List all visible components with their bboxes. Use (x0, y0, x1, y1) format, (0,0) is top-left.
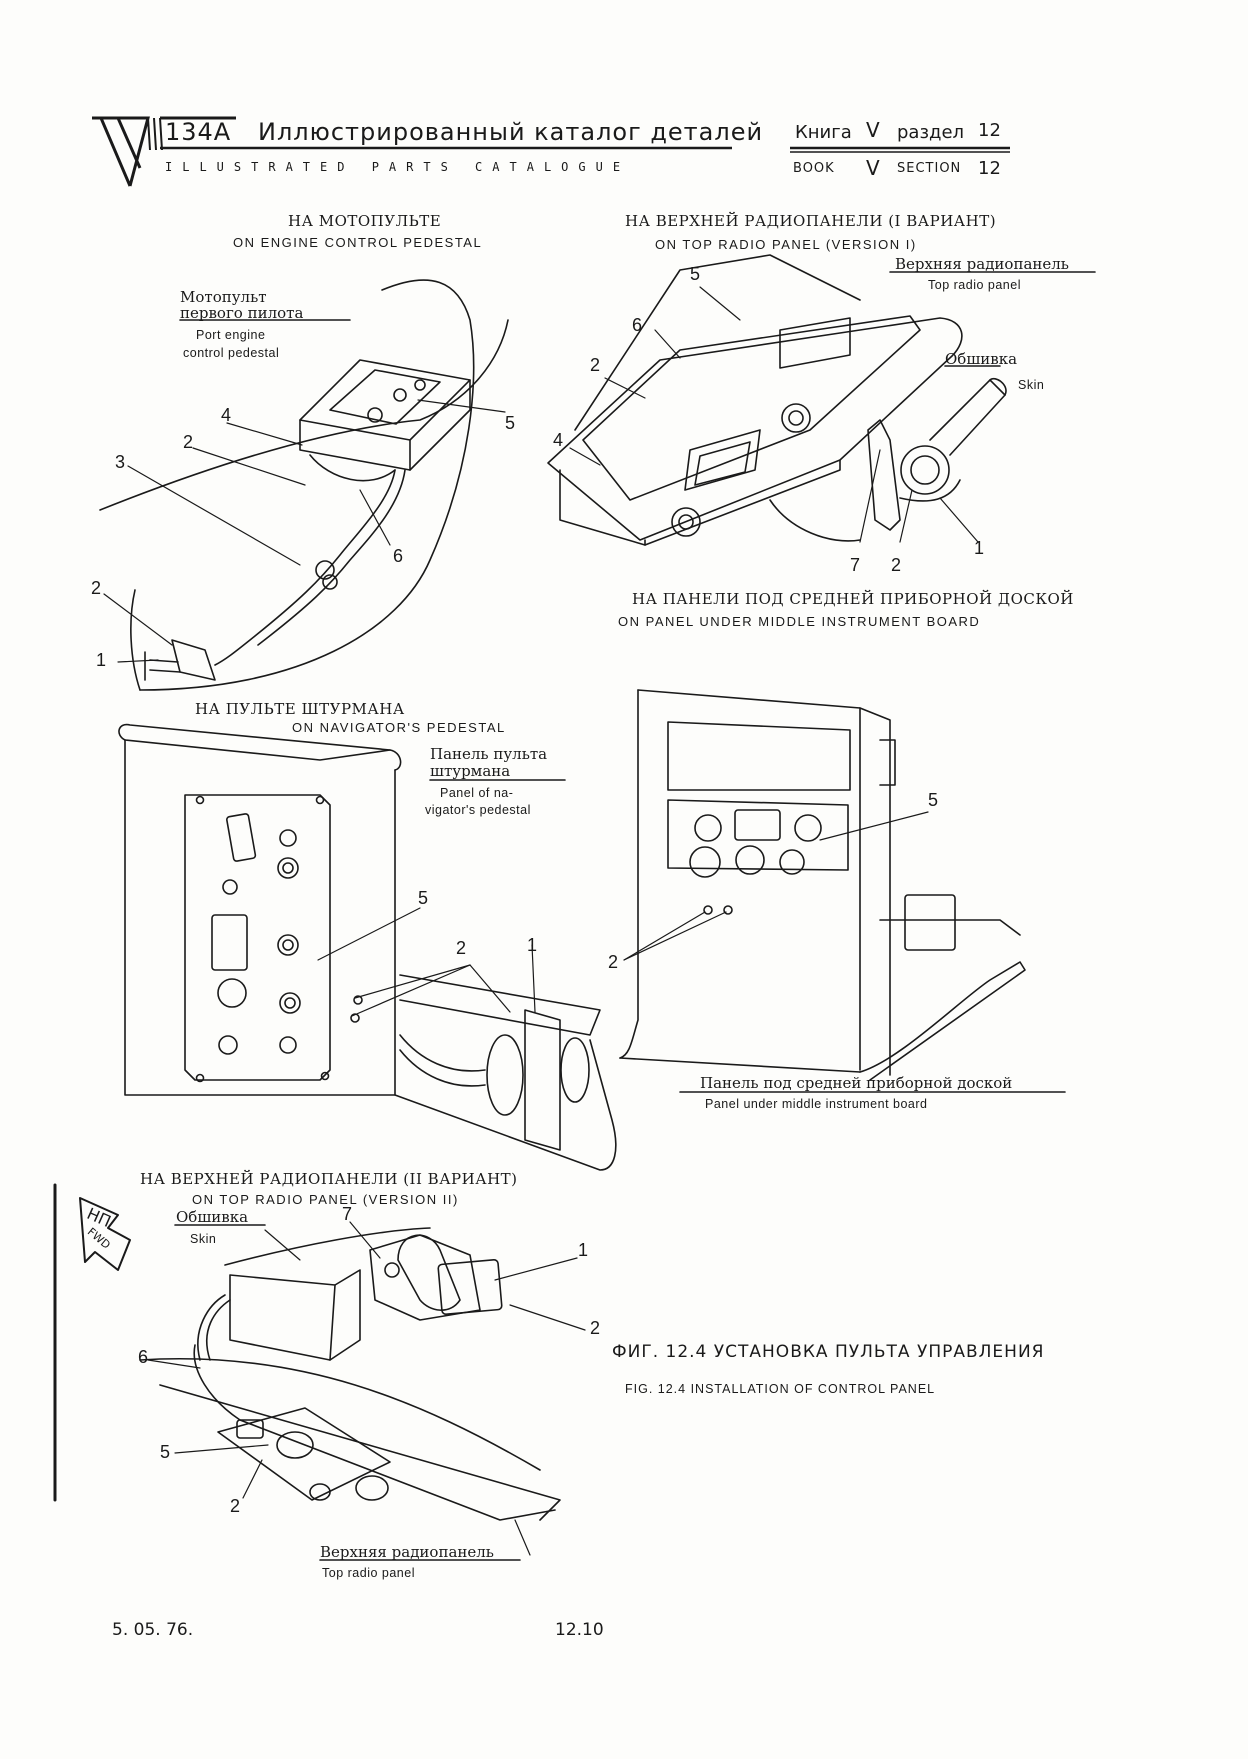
figure-title-en: FIG. 12.4 INSTALLATION OF CONTROL PANEL (625, 1382, 936, 1396)
radio1-label-en: Top radio panel (928, 278, 1021, 292)
radio2-caption-ru: НА ВЕРХНЕЙ РАДИОПАНЕЛИ (II ВАРИАНТ) (140, 1170, 518, 1188)
radio1-label-ru: Верхняя радиопанель (895, 255, 1069, 273)
section-label-ru: раздел (897, 122, 965, 143)
radio1-callout-7: 7 (850, 555, 861, 575)
middle-callout-5: 5 (928, 790, 939, 810)
header-logo (0, 0, 1248, 200)
book-number: V (866, 118, 880, 142)
navigator-label-ru-2: штурмана (430, 762, 511, 780)
section-label-en: SECTION (897, 161, 962, 176)
engine-label-en-2: control pedestal (183, 346, 280, 360)
engine-pedestal-drawing (100, 280, 508, 690)
radio1-caption-ru: НА ВЕРХНЕЙ РАДИОПАНЕЛИ (I ВАРИАНТ) (625, 212, 997, 230)
book-number-en: V (866, 156, 880, 180)
engine-label-ru-1: Мотопульт (180, 288, 267, 306)
radio2-callout-2b: 2 (230, 1496, 241, 1516)
label-underlines (175, 272, 1095, 1560)
model-number: 134A (165, 118, 232, 146)
middle-board-drawing (620, 690, 1025, 1080)
engine-label-ru-2: первого пилота (180, 304, 304, 322)
middle-callout-2: 2 (608, 952, 619, 972)
engine-callout-6: 6 (393, 546, 404, 566)
radio2-skin-ru: Обшивка (176, 1208, 249, 1226)
section-number-en: 12 (978, 158, 1001, 179)
book-label-ru: Книга (795, 122, 852, 143)
navigator-caption-ru: НА ПУЛЬТЕ ШТУРМАНА (195, 700, 405, 718)
engine-callout-1: 1 (96, 650, 107, 670)
navigator-label-en-1: Panel of na- (440, 786, 514, 800)
engine-callout-2a: 2 (183, 432, 194, 452)
navigator-pedestal-drawing (119, 725, 616, 1170)
engine-callout-5: 5 (505, 413, 516, 433)
radio1-callout-6: 6 (632, 315, 643, 335)
radio2-callout-6: 6 (138, 1347, 149, 1367)
radio1-callout-2b: 2 (891, 555, 902, 575)
radio1-callout-5: 5 (690, 264, 701, 284)
radio2-skin-en: Skin (190, 1232, 217, 1246)
navigator-callout-5: 5 (418, 888, 429, 908)
title-en: ILLUSTRATED PARTS CATALOGUE (165, 160, 631, 174)
section-number: 12 (978, 120, 1001, 141)
engine-callout-3: 3 (115, 452, 126, 472)
footer-date: 5. 05. 76. (112, 1620, 194, 1640)
engine-callout-2b: 2 (91, 578, 102, 598)
radio2-callout-7: 7 (342, 1204, 353, 1224)
navigator-label-ru-1: Панель пульта (430, 745, 548, 763)
navigator-label-en-2: vigator's pedestal (425, 803, 531, 817)
middle-label-ru: Панель под средней приборной доской (700, 1074, 1013, 1092)
engine-caption-ru: НА МОТОПУЛЬТЕ (288, 212, 442, 230)
middle-label-en: Panel under middle instrument board (705, 1097, 928, 1111)
middle-caption-en: ON PANEL UNDER MIDDLE INSTRUMENT BOARD (618, 614, 981, 629)
engine-caption-en: ON ENGINE CONTROL PEDESTAL (233, 235, 483, 250)
radio2-callout-1: 1 (578, 1240, 589, 1260)
engine-label-en-1: Port engine (196, 328, 266, 342)
radio1-skin-en: Skin (1018, 378, 1045, 392)
radio1-callout-2a: 2 (590, 355, 601, 375)
figure-title-ru: ФИГ. 12.4 УСТАНОВКА ПУЛЬТА УПРАВЛЕНИЯ (612, 1342, 1045, 1362)
radio-panel-v2-drawing (55, 1185, 560, 1520)
leader-lines (104, 287, 978, 1555)
footer-page-number: 12.10 (555, 1620, 604, 1640)
engine-callout-4: 4 (221, 405, 232, 425)
radio2-callout-2a: 2 (590, 1318, 601, 1338)
middle-caption-ru: НА ПАНЕЛИ ПОД СРЕДНЕЙ ПРИБОРНОЙ ДОСКОЙ (632, 590, 1074, 608)
radio1-skin-ru: Обшивка (945, 350, 1018, 368)
radio2-label-ru: Верхняя радиопанель (320, 1543, 494, 1561)
radio2-caption-en: ON TOP RADIO PANEL (VERSION II) (192, 1192, 459, 1207)
navigator-caption-en: ON NAVIGATOR'S PEDESTAL (292, 720, 506, 735)
title-ru: Иллюстрированный каталог деталей (258, 118, 764, 146)
radio-panel-v1-drawing (548, 255, 1006, 545)
radio2-callout-5: 5 (160, 1442, 171, 1462)
radio1-callout-4: 4 (553, 430, 564, 450)
navigator-callout-2: 2 (456, 938, 467, 958)
radio1-callout-1: 1 (974, 538, 985, 558)
radio2-label-en: Top radio panel (322, 1566, 415, 1580)
radio1-caption-en: ON TOP RADIO PANEL (VERSION I) (655, 237, 917, 252)
book-label-en: BOOK (793, 161, 835, 176)
navigator-callout-1: 1 (527, 935, 538, 955)
